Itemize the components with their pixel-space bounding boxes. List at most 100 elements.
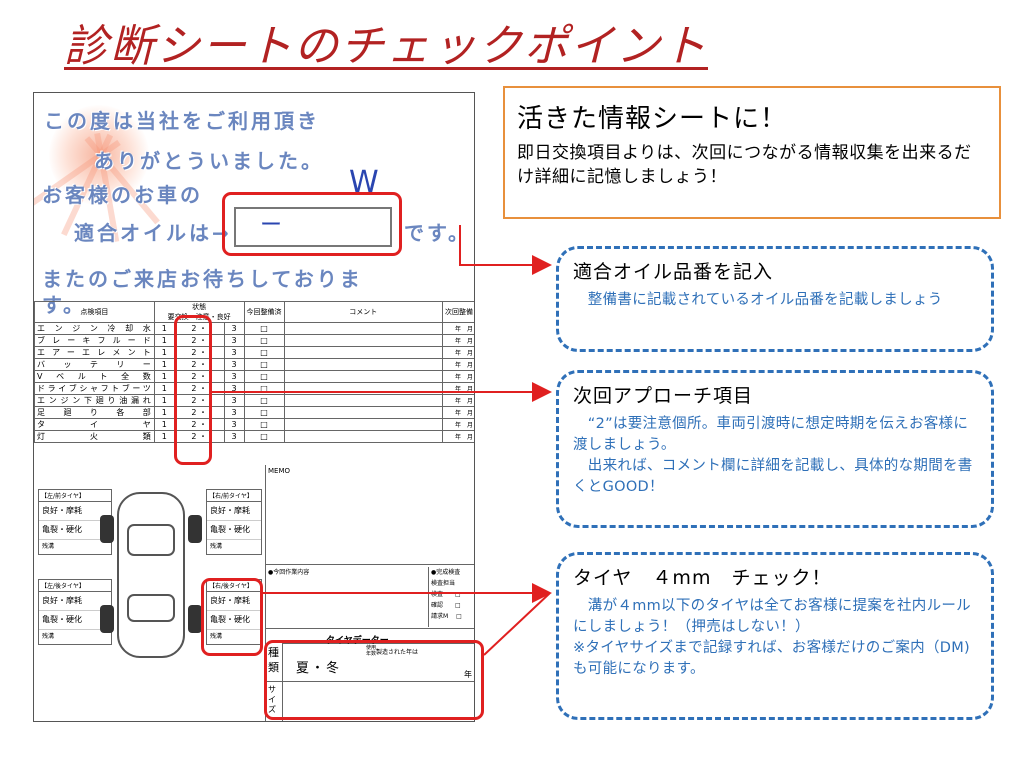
status-good[interactable]: 3 — [223, 394, 245, 407]
comment-cell[interactable] — [283, 394, 443, 407]
done-checkbox[interactable]: □ — [243, 406, 285, 419]
comment-cell[interactable] — [283, 358, 443, 371]
header-item: 点検項目 — [34, 301, 155, 323]
done-checkbox[interactable]: □ — [243, 358, 285, 371]
status-good[interactable]: 3 — [223, 418, 245, 431]
highlight-status-column — [174, 315, 212, 465]
status-replace[interactable]: 1 — [153, 406, 175, 419]
comment-cell[interactable] — [283, 418, 443, 431]
next-service-cell[interactable]: 年 月 — [442, 358, 474, 371]
comment-cell[interactable] — [283, 334, 443, 347]
tire-condition-2[interactable]: 亀裂・硬化 — [207, 611, 261, 630]
next-service-cell[interactable]: 年 月 — [442, 394, 474, 407]
table-header-row: 点検項目 状態要交換・注意・良好 今回整備済 コメント 次回整備 — [34, 301, 474, 323]
divider — [282, 643, 283, 721]
status-good[interactable]: 3 — [223, 382, 245, 395]
next-service-cell[interactable]: 年 月 — [442, 370, 474, 383]
status-replace[interactable]: 1 — [153, 346, 175, 359]
inspection-item: 足廻り各部 — [34, 406, 155, 419]
comment-cell[interactable] — [283, 370, 443, 383]
next-service-cell[interactable]: 年 月 — [442, 334, 474, 347]
tire-condition-2[interactable]: 亀裂・硬化 — [207, 521, 261, 540]
status-replace[interactable]: 1 — [153, 382, 175, 395]
callout-next-approach: 次回アプローチ項目 “2”は要注意個所。車両引渡時に想定時期を伝えお客様に渡しま… — [556, 370, 994, 528]
callout-oil-number: 適合オイル品番を記入 整備書に記載されているオイル品番を記載しましょう — [556, 246, 994, 352]
tire-season[interactable]: 夏・冬 — [296, 661, 342, 676]
work-content-area[interactable]: ●今回作業内容 ●完成検査 検査担当 検査 □ 確認 □ 請求M □ — [266, 565, 474, 629]
work-label: ●今回作業内容 — [268, 569, 310, 576]
done-checkbox[interactable]: □ — [243, 346, 285, 359]
greeting-oil-suffix: です。 — [404, 221, 471, 245]
highlight-oil-field — [222, 192, 402, 256]
check-label[interactable]: 請求M □ — [431, 613, 462, 620]
comment-cell[interactable] — [283, 430, 443, 443]
comment-cell[interactable] — [283, 346, 443, 359]
status-good[interactable]: 3 — [223, 358, 245, 371]
status-replace[interactable]: 1 — [153, 358, 175, 371]
status-good[interactable]: 3 — [223, 322, 245, 335]
done-checkbox[interactable]: □ — [243, 382, 285, 395]
next-service-cell[interactable]: 年 月 — [442, 430, 474, 443]
status-good[interactable]: 3 — [223, 430, 245, 443]
tire-groove[interactable]: 残溝 — [42, 633, 55, 640]
greeting-line-5: またのご来店お待ちしておりま — [42, 267, 363, 291]
check-label[interactable]: 検査 □ — [431, 591, 461, 598]
status-good[interactable]: 3 — [223, 370, 245, 383]
inspection-item: ブレーキフルード — [34, 334, 155, 347]
sun-logo-icon — [49, 105, 149, 205]
tire-groove[interactable]: 残溝 — [210, 543, 223, 550]
status-replace[interactable]: 1 — [153, 322, 175, 335]
greeting-line-4: 適合オイルは→ — [74, 221, 232, 245]
inspection-item: バッテリー — [34, 358, 155, 371]
status-good[interactable]: 3 — [223, 334, 245, 347]
check-label: ●完成検査 — [431, 569, 461, 576]
info-box-heading: 活きた情報シートに！ — [517, 104, 788, 134]
tire-condition-2[interactable]: 亀裂・硬化 — [39, 611, 111, 630]
greeting-line-2: ありがとういました。 — [94, 149, 324, 173]
highlight-tire-box — [201, 578, 263, 656]
done-checkbox[interactable]: □ — [243, 418, 285, 431]
done-checkbox[interactable]: □ — [243, 370, 285, 383]
tire-box-front-left: 【左/前タイヤ】 良好・摩耗 亀裂・硬化 残溝 — [38, 489, 112, 555]
status-replace[interactable]: 1 — [153, 430, 175, 443]
next-service-cell[interactable]: 年 月 — [442, 346, 474, 359]
status-replace[interactable]: 1 — [153, 418, 175, 431]
tire-condition-2[interactable]: 亀裂・硬化 — [39, 521, 111, 540]
tire-made-label: 製造された年は — [376, 649, 419, 656]
comment-cell[interactable] — [283, 322, 443, 335]
tire-condition-1[interactable]: 良好・摩耗 — [207, 592, 261, 611]
status-replace[interactable]: 1 — [153, 394, 175, 407]
memo-area[interactable]: MEMO — [266, 465, 474, 565]
status-good[interactable]: 3 — [223, 406, 245, 419]
status-replace[interactable]: 1 — [153, 334, 175, 347]
page-title: 診断シートのチェックポイント — [64, 21, 708, 72]
inspection-table: 点検項目 状態要交換・注意・良好 今回整備済 コメント 次回整備 エンジン冷却水… — [34, 301, 474, 443]
divider — [282, 643, 474, 644]
next-service-cell[interactable]: 年 月 — [442, 322, 474, 335]
comment-cell[interactable] — [283, 382, 443, 395]
status-replace[interactable]: 1 — [153, 370, 175, 383]
check-label[interactable]: 確認 □ — [431, 602, 461, 609]
callout-heading: 次回アプローチ項目 — [573, 385, 754, 407]
oil-number-field[interactable]: ー — [234, 207, 392, 247]
done-checkbox[interactable]: □ — [243, 334, 285, 347]
done-checkbox[interactable]: □ — [243, 394, 285, 407]
tire-groove[interactable]: 残溝 — [210, 633, 223, 640]
tire-condition-1[interactable]: 良好・摩耗 — [207, 502, 261, 521]
tire-groove[interactable]: 残溝 — [42, 543, 55, 550]
next-service-cell[interactable]: 年 月 — [442, 406, 474, 419]
done-checkbox[interactable]: □ — [243, 430, 285, 443]
header-status-label: 状態 — [192, 303, 207, 311]
comment-cell[interactable] — [283, 406, 443, 419]
tire-kind-label: 種類 — [268, 646, 279, 674]
tire-condition-1[interactable]: 良好・摩耗 — [39, 502, 111, 521]
tire-condition-1[interactable]: 良好・摩耗 — [39, 592, 111, 611]
status-good[interactable]: 3 — [223, 346, 245, 359]
inspection-item: ドライブシャフトブーツ — [34, 382, 155, 395]
done-checkbox[interactable]: □ — [243, 322, 285, 335]
next-service-cell[interactable]: 年 月 — [442, 418, 474, 431]
next-service-cell[interactable]: 年 月 — [442, 382, 474, 395]
callout-tire-check: タイヤ ４mm チェック！ 溝が４mm以下のタイヤは全てお客様に提案を社内ルール… — [556, 552, 994, 720]
